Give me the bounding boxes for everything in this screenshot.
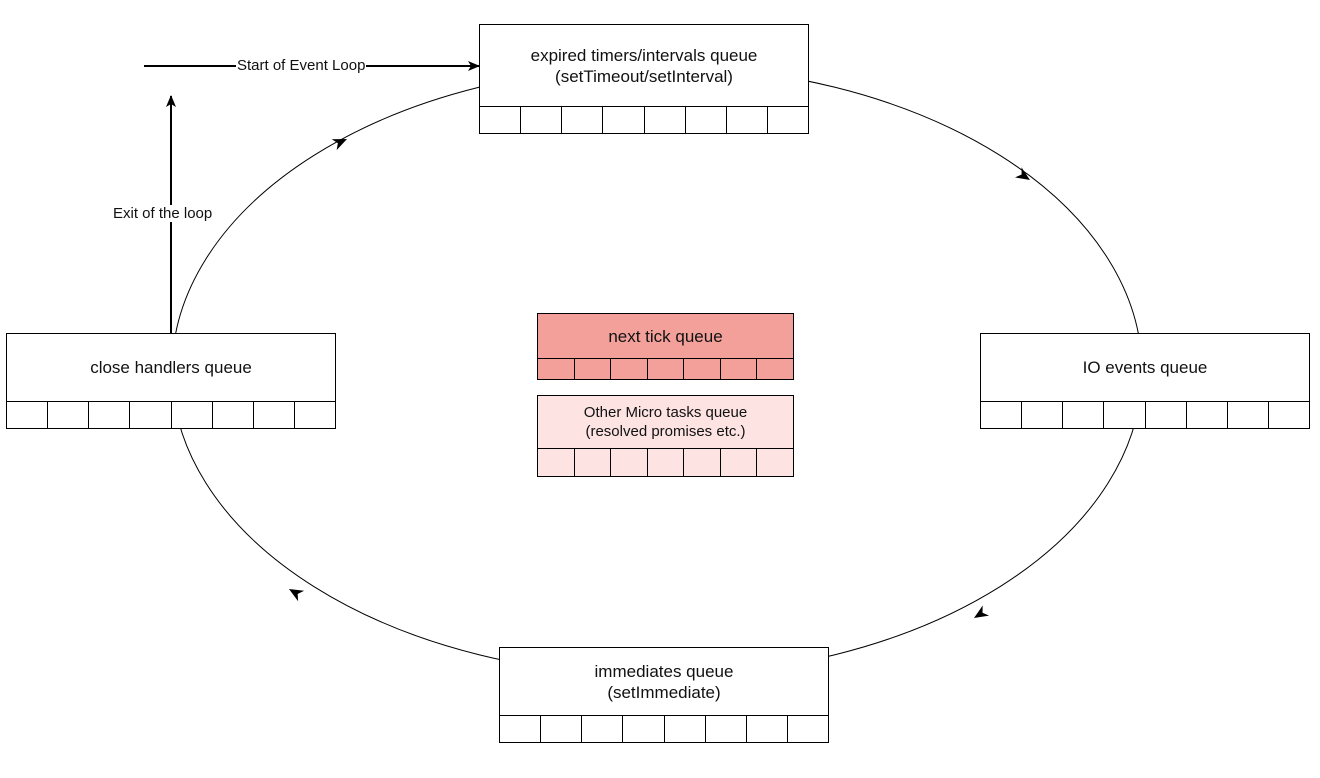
queue-slot: [745, 715, 788, 743]
next-tick-queue: next tick queue: [537, 313, 795, 380]
queue-slot: [1226, 401, 1269, 429]
close-handlers-queue-slots: [6, 401, 336, 429]
queue-slot: [293, 401, 336, 429]
io-events-queue-title: IO events queue: [1082, 358, 1208, 377]
queue-slot: [1267, 401, 1310, 429]
loop-direction-arrows: [289, 139, 1030, 618]
queue-slot: [610, 448, 648, 477]
arrow-top-left: [331, 139, 347, 151]
queue-slot: [719, 448, 758, 477]
queue-slot: [499, 715, 542, 743]
immediates-queue-subtitle: (setImmediate): [607, 682, 721, 702]
queue-slot: [756, 358, 795, 380]
queue-slot: [786, 715, 829, 743]
queue-slot: [540, 715, 583, 743]
queue-slot: [1185, 401, 1228, 429]
micro-tasks-queue: Other Micro tasks queue (resolved promis…: [537, 395, 795, 477]
queue-slot: [573, 358, 612, 380]
queue-slot: [725, 106, 768, 134]
queue-slot: [646, 358, 685, 380]
queue-slot: [581, 715, 624, 743]
queue-slot: [602, 106, 645, 134]
queue-slot: [683, 358, 721, 380]
queue-slot: [47, 401, 90, 429]
queue-slot: [520, 106, 563, 134]
arrow-top-right: [1014, 167, 1030, 180]
queue-slot: [170, 401, 213, 429]
queue-slot: [6, 401, 49, 429]
io-events-queue-slots: [980, 401, 1310, 429]
queue-slot: [129, 401, 172, 429]
queue-slot: [704, 715, 747, 743]
queue-slot: [756, 448, 795, 477]
queue-slot: [622, 715, 665, 743]
queue-slot: [643, 106, 686, 134]
queue-slot: [719, 358, 758, 380]
io-events-queue: IO events queue: [980, 333, 1310, 429]
queue-slot: [980, 401, 1023, 429]
close-handlers-queue-title: close handlers queue: [90, 358, 252, 377]
queue-slot: [610, 358, 648, 380]
start-of-event-loop-label: Start of Event Loop: [236, 57, 367, 74]
queue-slot: [211, 401, 254, 429]
queue-slot: [252, 401, 295, 429]
queue-slot: [1062, 401, 1105, 429]
queue-slot: [766, 106, 809, 134]
micro-tasks-queue-title: Other Micro tasks queue: [583, 404, 748, 421]
immediates-queue: immediates queue (setImmediate): [499, 647, 829, 743]
queue-slot: [537, 358, 575, 380]
queue-slot: [646, 448, 685, 477]
timers-queue-slots: [479, 106, 809, 134]
next-tick-queue-title: next tick queue: [608, 326, 723, 346]
timers-queue: expired timers/intervals queue (setTimeo…: [479, 24, 809, 134]
timers-queue-subtitle: (setTimeout/setInterval): [555, 66, 733, 86]
queue-slot: [479, 106, 522, 134]
queue-slot: [663, 715, 706, 743]
timers-queue-title: expired timers/intervals queue: [530, 45, 758, 65]
queue-slot: [1103, 401, 1146, 429]
close-handlers-queue: close handlers queue: [6, 333, 336, 429]
queue-slot: [88, 401, 131, 429]
immediates-queue-slots: [499, 715, 829, 743]
exit-of-loop-label: Exit of the loop: [112, 205, 214, 222]
micro-tasks-queue-subtitle: (resolved promises etc.): [585, 423, 746, 440]
queue-slot: [1021, 401, 1064, 429]
arrow-bottom-left: [289, 589, 305, 602]
queue-slot: [561, 106, 604, 134]
queue-slot: [537, 448, 575, 477]
arrow-bottom-right: [974, 605, 990, 618]
immediates-queue-title: immediates queue: [594, 661, 734, 681]
queue-slot: [684, 106, 727, 134]
micro-tasks-queue-slots: [537, 448, 795, 477]
queue-slot: [573, 448, 612, 477]
queue-slot: [1144, 401, 1187, 429]
next-tick-queue-slots: [537, 358, 795, 380]
queue-slot: [683, 448, 721, 477]
